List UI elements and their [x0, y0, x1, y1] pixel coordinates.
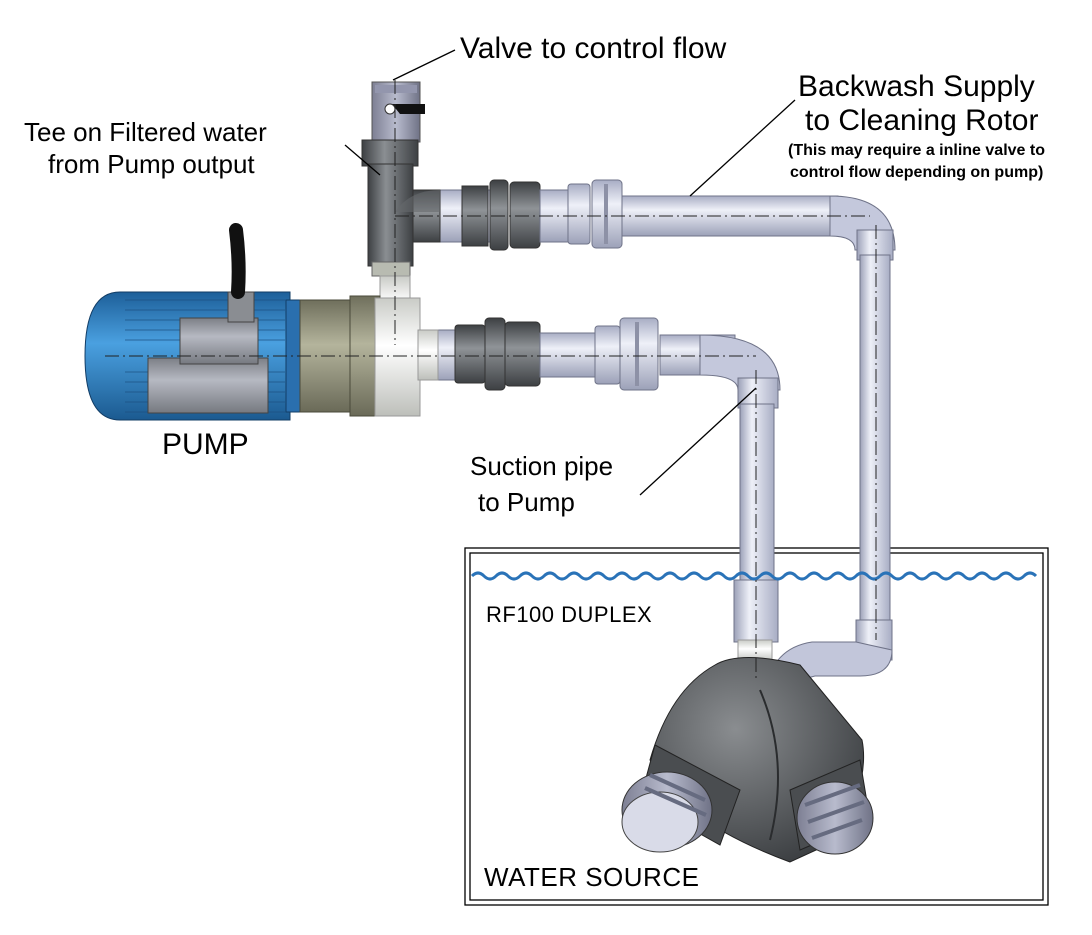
suction-pipe — [659, 334, 781, 663]
water-source-label: WATER SOURCE — [484, 862, 700, 892]
suction-label-line1: Suction pipe — [470, 451, 614, 481]
backwash-label-line2: to Cleaning Rotor — [805, 104, 1039, 137]
filter-unit — [621, 657, 874, 863]
pump-label: PUMP — [162, 428, 249, 461]
backwash-unions — [439, 179, 623, 251]
backwash-note-line2: control flow depending on pump) — [790, 164, 1044, 181]
centerlines — [105, 80, 877, 680]
suction-unions — [419, 317, 659, 391]
backwash-note-line1: (This may require a inline valve to — [788, 142, 1045, 159]
backwash-pipe — [619, 195, 896, 705]
right-screen — [789, 759, 874, 855]
backwash-label-line1: Backwash Supply — [798, 70, 1035, 103]
pump-motor — [84, 223, 307, 421]
suction-label-line2: to Pump — [478, 487, 575, 517]
left-screen — [621, 744, 741, 853]
tee-label-line2: from Pump output — [48, 149, 255, 179]
unit-label: RF100 DUPLEX — [486, 602, 653, 627]
water-surface-line — [470, 571, 1038, 581]
valve-label: Valve to control flow — [460, 32, 727, 65]
tee-label-line1: Tee on Filtered water — [24, 117, 267, 147]
leader-lines — [344, 49, 796, 496]
